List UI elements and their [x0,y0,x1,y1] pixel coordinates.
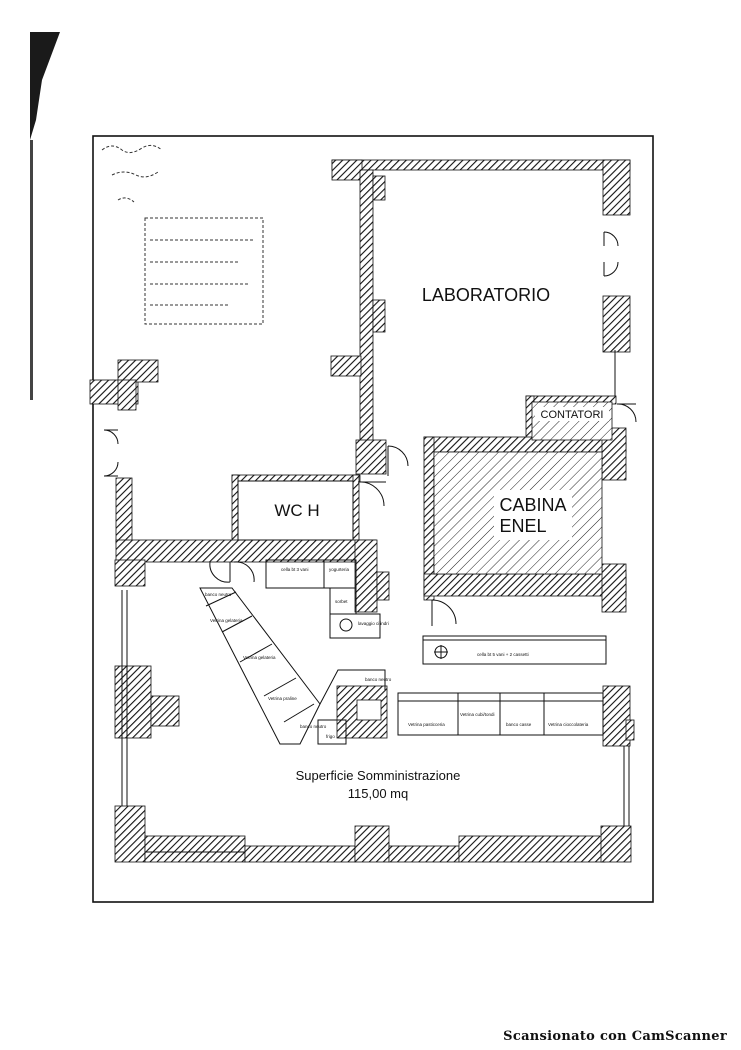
cabina-label-2: ENEL [499,516,546,536]
sorbet-label: sorbet [335,599,348,604]
banco-neutro-label-3: banco neutro [365,677,392,682]
superficie-label-1: Superficie Somministrazione [296,768,461,783]
vetrina-gelateria-label-2: Vetrina gelateria [243,655,276,660]
wc-label: WC H [274,501,319,520]
yogurteria-label: yogurteria [329,567,350,572]
cella-3-vani-label: cella bt 3 vani [281,567,309,572]
vetrina-praline-label: Vetrina praline [268,696,297,701]
thin-lines [121,350,630,853]
scanner-watermark: Scansionato con CamScanner [503,1029,727,1044]
vetrina-pasticceria-label: Vetrina pasticceria [408,722,445,727]
superficie-label-2: 115,00 mq [348,786,408,801]
vetrina-gelateria-label-1: Vetrina gelateria [210,618,243,623]
laboratorio-label: LABORATORIO [422,285,550,305]
drawing-border [92,135,654,903]
vetrina-cubi-label: Vetrina cubi/tondi [460,712,495,717]
banco-casse-label: banco casse [506,722,532,727]
banco-neutro-label-2: banco neutro [300,724,327,729]
cabina-label-1: CABINA [499,495,566,515]
cella-5-vani-label: cella bt 5 vani + 2 cassetti [477,652,529,657]
scan-edge-noise [30,32,60,400]
cabina-label-bg [494,490,572,540]
vetrina-cioccolateria-label: Vetrina cioccolateria [548,722,589,727]
stamp [101,144,264,325]
doors [103,231,637,659]
contatori-label-bg [535,407,609,421]
walls [89,159,635,863]
frigo-label: frigo [326,734,335,739]
banco-neutro-label-1: banco neutro [205,592,232,597]
contatori-label: CONTATORI [541,409,604,421]
lavaggio-cilindri-label: lavaggio cilindri [358,621,389,626]
